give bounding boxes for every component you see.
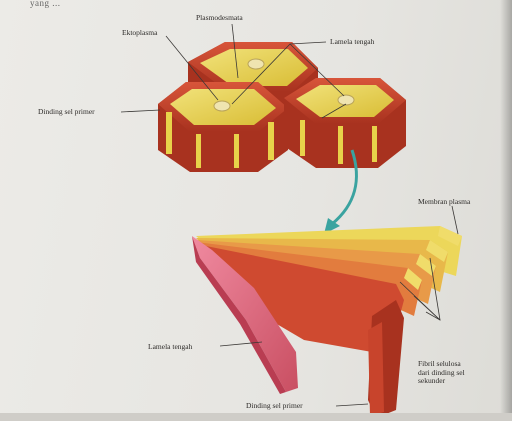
- leader-membran: [452, 206, 458, 234]
- label-dinding-sel-primer-bottom: Dinding sel primer: [246, 402, 303, 411]
- primary-wall-slab-face: [368, 322, 384, 416]
- page-bottom-edge: [0, 413, 512, 421]
- plant-cells-group: [158, 42, 406, 172]
- leader-dinding-bottom: [336, 404, 368, 406]
- label-dinding-sel-primer-top: Dinding sel primer: [38, 108, 95, 117]
- cell-right-nucleus: [338, 95, 354, 105]
- label-ektoplasma: Ektoplasma: [122, 29, 157, 38]
- cell-left-nucleus: [214, 101, 230, 111]
- label-membran-plasma: Membran plasma: [418, 198, 470, 207]
- leader-dinding-top: [121, 110, 160, 112]
- label-lamela-tengah-bottom: Lamela tengah: [148, 343, 192, 352]
- label-fibril-line3: sekunder: [418, 377, 488, 386]
- label-plasmodesmata: Plasmodesmata: [196, 14, 243, 23]
- label-fibril-selulosa: Fibril selulosa dari dinding sel sekunde…: [418, 360, 488, 386]
- label-lamela-tengah-top: Lamela tengah: [330, 38, 374, 47]
- wall-layers-group: [192, 226, 462, 418]
- cell-top-nucleus: [248, 59, 264, 69]
- page-edge-shadow: [500, 0, 512, 421]
